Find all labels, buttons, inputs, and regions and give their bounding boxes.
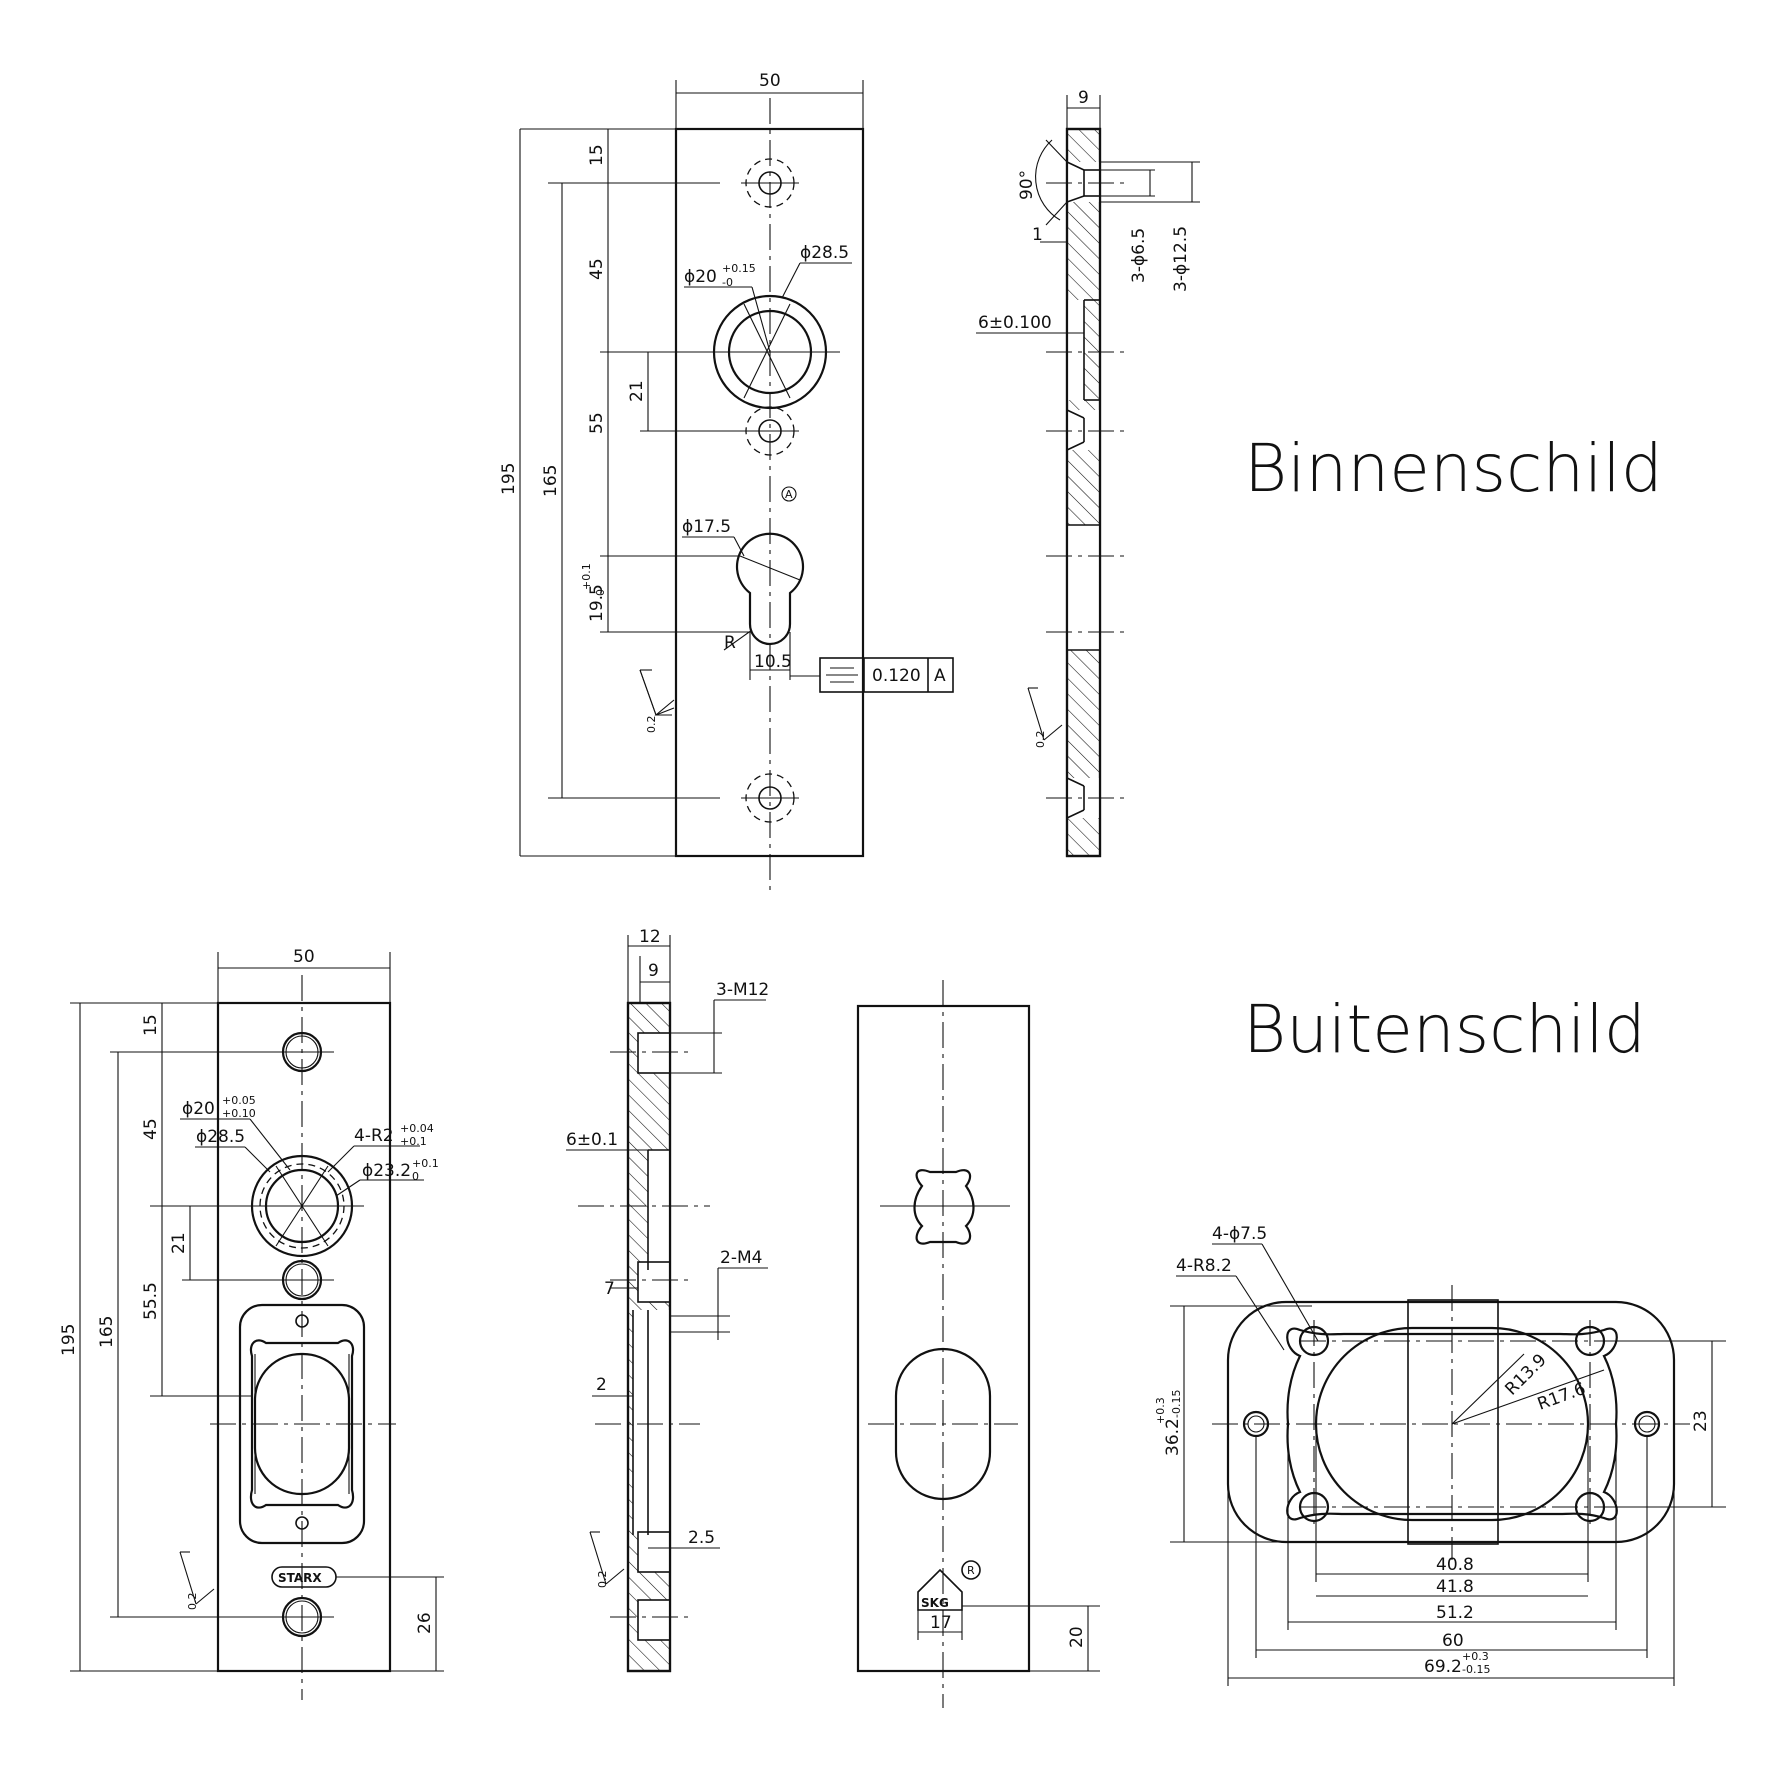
outer-back-view: SKG R 17 20	[856, 980, 1100, 1708]
inner-bore-small-label: ϕ20	[684, 267, 717, 287]
outer-back-bore	[913, 1169, 975, 1245]
outer-bore-mid-label: ϕ23.2	[362, 1161, 411, 1181]
rosette-w512: 51.2	[1436, 1603, 1474, 1623]
inner-tolerance-value: 0.120	[872, 666, 921, 686]
rosette-height: 36.2	[1163, 1418, 1183, 1456]
outer-side-roughness: 0.2	[596, 1571, 609, 1589]
skg-reg-mark: R	[967, 1564, 975, 1577]
rosette-w692-tol-lo: -0.15	[1462, 1663, 1490, 1676]
inner-dim-19: 19.5	[587, 584, 607, 622]
inner-side-hole-large: 3-ϕ12.5	[1171, 226, 1191, 292]
rosette-w408: 40.8	[1436, 1555, 1474, 1575]
inner-cyl-dia-label: ϕ17.5	[682, 517, 731, 537]
inner-tolerance-datum: A	[934, 666, 946, 686]
outer-dim-26: 26	[415, 1612, 435, 1634]
outer-dim-45: 45	[141, 1118, 161, 1140]
rosette-radii-label: 4-R8.2	[1176, 1256, 1232, 1276]
inner-dim-19-tol-lo: 0	[594, 589, 607, 596]
outer-dim-165: 165	[97, 1316, 117, 1348]
inner-dim-19-tol-up: +0.1	[580, 563, 593, 590]
inner-dim-21: 21	[627, 380, 647, 402]
outer-radius4-tol-up: +0.04	[400, 1122, 434, 1135]
rosette-w692: 69.2	[1424, 1657, 1462, 1677]
outer-bore-large-label: ϕ28.5	[196, 1127, 245, 1147]
inner-tolerance-frame	[819, 657, 954, 693]
inner-bore-large-label: ϕ28.5	[800, 243, 849, 263]
rosette-r176: R17.6	[1535, 1379, 1589, 1415]
inner-side-view: 9 90° 1 3-ϕ6.5 3-ϕ12.5 6±0.100 0.2	[976, 88, 1200, 858]
inner-side-depth: 6±0.100	[978, 313, 1052, 333]
inner-bore-small-tol-up: +0.15	[722, 262, 756, 275]
title-binnenschild: Binnenschild	[1244, 430, 1663, 507]
skg-logo-text: SKG	[921, 1596, 949, 1610]
inner-front-view: A 195 165 15 45 55 19.5 +0.1 0 21	[499, 71, 954, 890]
outer-side-thread-large: 3-M12	[716, 980, 769, 1000]
outer-dim-55: 55.5	[141, 1282, 161, 1320]
inner-dim-195: 195	[499, 463, 519, 495]
inner-side-roughness: 0.2	[1034, 731, 1047, 749]
outer-front-view: STARX 195 165 15 45 55.5 21 50	[59, 947, 444, 1700]
outer-side-thread-small: 2-M4	[720, 1248, 762, 1268]
rosette-holes-label: 4-ϕ7.5	[1212, 1224, 1267, 1244]
outer-dim-15: 15	[141, 1014, 161, 1036]
inner-dim-45: 45	[587, 258, 607, 280]
inner-dim-165: 165	[541, 465, 561, 497]
inner-cylinder-cutout	[735, 532, 805, 646]
outer-bore-small-tol-lo: +0.10	[222, 1107, 256, 1120]
rosette-w60: 60	[1442, 1631, 1464, 1651]
inner-datum-bubble: A	[785, 488, 793, 501]
outer-bore-mid-tol-lo: 0	[412, 1170, 419, 1183]
rosette-height-tol-lo: -0.15	[1170, 1390, 1183, 1418]
starx-logo-text: STARX	[278, 1571, 322, 1585]
rosette-w418: 41.8	[1436, 1577, 1474, 1597]
inner-side-thickness: 9	[1078, 88, 1089, 108]
outer-roughness: 0.2	[186, 1593, 199, 1611]
rosette-w692-tol-up: +0.3	[1462, 1650, 1489, 1663]
title-buitenschild: Buitenschild	[1243, 991, 1646, 1068]
outer-radius4-label: 4-R2	[354, 1126, 394, 1146]
outer-bore-small-label: ϕ20	[182, 1099, 215, 1119]
outer-back-slot	[894, 1347, 992, 1501]
outer-bore-small-tol-up: +0.05	[222, 1094, 256, 1107]
outer-side-view: 12 9 3-M12 6±0.1 7 2-M4 2 2.5 0.2	[566, 927, 769, 1673]
outer-side-d7: 7	[604, 1279, 615, 1299]
outer-back-d17: 17	[930, 1613, 952, 1633]
inner-roughness: 0.2	[645, 716, 658, 734]
skg-logo	[917, 1568, 963, 1611]
inner-side-angle: 90°	[1017, 170, 1037, 200]
outer-plate-outline	[216, 1001, 392, 1673]
outer-side-thick: 9	[648, 961, 659, 981]
rosette-view: 4-ϕ7.5 4-R8.2 R13.9 R17.6 36.2 +0.3 -0.1…	[1154, 1224, 1726, 1686]
outer-dim-50: 50	[293, 947, 315, 967]
rosette-outer-outline	[1226, 1300, 1676, 1544]
outer-dim-21: 21	[169, 1232, 189, 1254]
outer-side-thick-total: 12	[639, 927, 661, 947]
inner-side-hole-small: 3-ϕ6.5	[1129, 228, 1149, 283]
inner-side-d1: 1	[1032, 225, 1043, 245]
outer-radius4-tol-lo: +0.1	[400, 1135, 427, 1148]
rosette-height-tol-up: +0.3	[1154, 1397, 1167, 1424]
outer-side-d2: 2	[596, 1375, 607, 1395]
inner-dim-55: 55	[587, 412, 607, 434]
inner-radius-label: R	[724, 633, 736, 653]
rosette-d23: 23	[1691, 1410, 1711, 1432]
outer-side-d25: 2.5	[688, 1528, 715, 1548]
outer-back-d20: 20	[1067, 1626, 1087, 1648]
inner-bore-small-tol-lo: -0	[722, 276, 733, 289]
inner-dim-50: 50	[759, 71, 781, 91]
outer-bore-mid-tol-up: +0.1	[412, 1157, 439, 1170]
outer-dim-195: 195	[59, 1324, 79, 1356]
outer-side-depth: 6±0.1	[566, 1130, 618, 1150]
outer-rosette-outline	[238, 1303, 366, 1545]
inner-slot-label: 10.5	[754, 652, 792, 672]
inner-dim-15: 15	[587, 144, 607, 166]
